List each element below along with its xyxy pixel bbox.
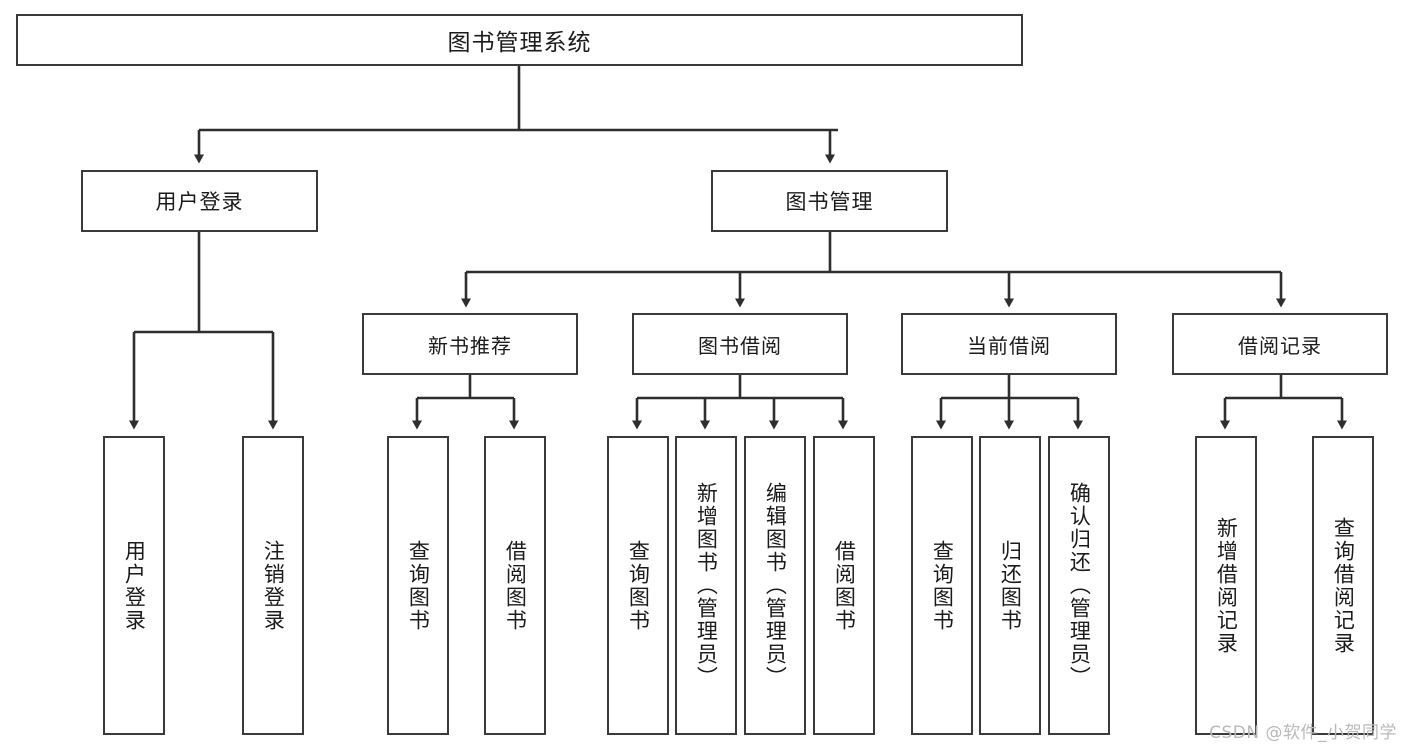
node-current-borrow[interactable]: 当前借阅 xyxy=(901,313,1117,375)
leaf-add-book-admin[interactable]: 新增图书（管理员） xyxy=(675,436,737,735)
leaf-add-borrow-record-label: 新增借阅记录 xyxy=(1214,516,1239,655)
leaf-edit-book-admin-label: 编辑图书（管理员） xyxy=(763,482,788,689)
node-user-login-label: 用户登录 xyxy=(155,190,244,214)
node-borrow-record-label: 借阅记录 xyxy=(1238,333,1322,358)
leaf-query-borrow-record[interactable]: 查询借阅记录 xyxy=(1312,436,1374,735)
leaf-user-login-label: 用户登录 xyxy=(122,539,147,632)
leaf-new-book-query-label: 查询图书 xyxy=(406,539,431,632)
leaf-new-book-borrow[interactable]: 借阅图书 xyxy=(484,436,546,735)
node-borrow-record[interactable]: 借阅记录 xyxy=(1172,313,1388,375)
leaf-current-query-book[interactable]: 查询图书 xyxy=(911,436,973,735)
leaf-new-book-query[interactable]: 查询图书 xyxy=(387,436,449,735)
node-book-manage[interactable]: 图书管理 xyxy=(711,170,948,232)
leaf-user-login[interactable]: 用户登录 xyxy=(103,436,165,735)
leaf-add-borrow-record[interactable]: 新增借阅记录 xyxy=(1195,436,1257,735)
leaf-return-book-label: 归还图书 xyxy=(998,539,1023,632)
leaf-confirm-return-admin[interactable]: 确认归还（管理员） xyxy=(1048,436,1110,735)
leaf-return-book[interactable]: 归还图书 xyxy=(979,436,1041,735)
node-root-label: 图书管理系统 xyxy=(447,30,592,56)
leaf-logout[interactable]: 注销登录 xyxy=(242,436,304,735)
leaf-confirm-return-admin-label: 确认归还（管理员） xyxy=(1067,482,1092,689)
leaf-query-borrow-record-label: 查询借阅记录 xyxy=(1331,516,1356,655)
leaf-borrow-book[interactable]: 借阅图书 xyxy=(813,436,875,735)
leaf-borrow-query-book[interactable]: 查询图书 xyxy=(607,436,669,735)
leaf-current-query-book-label: 查询图书 xyxy=(930,539,955,632)
node-book-manage-label: 图书管理 xyxy=(785,190,874,214)
node-new-book-recommend[interactable]: 新书推荐 xyxy=(362,313,578,375)
node-user-login[interactable]: 用户登录 xyxy=(81,170,318,232)
leaf-logout-label: 注销登录 xyxy=(261,539,286,632)
leaf-new-book-borrow-label: 借阅图书 xyxy=(503,539,528,632)
node-root-system[interactable]: 图书管理系统 xyxy=(16,14,1023,66)
leaf-borrow-book-label: 借阅图书 xyxy=(832,539,857,632)
node-book-borrow[interactable]: 图书借阅 xyxy=(632,313,848,375)
node-new-book-recommend-label: 新书推荐 xyxy=(428,333,512,358)
leaf-add-book-admin-label: 新增图书（管理员） xyxy=(694,482,719,689)
node-book-borrow-label: 图书借阅 xyxy=(698,333,782,358)
node-current-borrow-label: 当前借阅 xyxy=(967,333,1051,358)
leaf-borrow-query-book-label: 查询图书 xyxy=(626,539,651,632)
leaf-edit-book-admin[interactable]: 编辑图书（管理员） xyxy=(744,436,806,735)
csdn-watermark: CSDN @软件_小贺同学 xyxy=(1209,723,1397,743)
